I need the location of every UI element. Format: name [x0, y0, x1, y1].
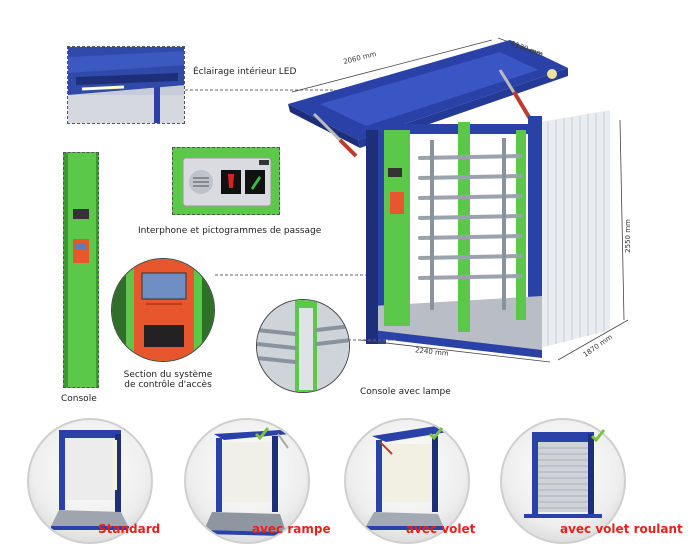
variant-rolling-shutter-image: [500, 418, 626, 544]
console-label: Console: [61, 394, 97, 404]
console-lamp-label: Console avec lampe: [360, 387, 451, 397]
access-control-label-line2: de contrôle d'accès: [124, 380, 212, 390]
turnstile-booth-illustration: [288, 40, 610, 358]
interphone-label: Interphone et pictogrammes de passage: [138, 226, 322, 236]
console-lamp-connector-line: [348, 339, 398, 341]
access-control-section-photo: [111, 258, 215, 362]
variant-shutter-image: [344, 418, 470, 544]
variant-rolling-shutter-label: avec volet roulant: [560, 522, 683, 536]
variant-shutter-check-icon: [428, 427, 444, 440]
variant-ramp-label: avec rampe: [252, 522, 331, 536]
variant-ramp-check-icon: [254, 427, 270, 440]
variant-standard-label: Standard: [98, 522, 161, 536]
variant-rolling-shutter-check-icon: [590, 429, 606, 442]
dimension-lines: [291, 37, 629, 363]
variant-standard-image: [27, 418, 153, 544]
console-photo: [63, 152, 99, 388]
variant-shutter-label: avec volet: [406, 522, 476, 536]
access-control-label-line1: Section du système: [123, 370, 213, 380]
variant-ramp-image: [184, 418, 310, 544]
access-control-label: Section du système de contrôle d'accès: [118, 370, 218, 390]
led-lighting-label: Éclairage intérieur LED: [193, 67, 297, 77]
interphone-photo: [172, 147, 280, 215]
variants-row: Standard avec rampe avec volet: [0, 418, 690, 560]
led-lighting-photo: [67, 46, 185, 124]
console-with-lamp-photo: [256, 299, 350, 393]
dim-height: 2550 mm: [623, 219, 632, 253]
